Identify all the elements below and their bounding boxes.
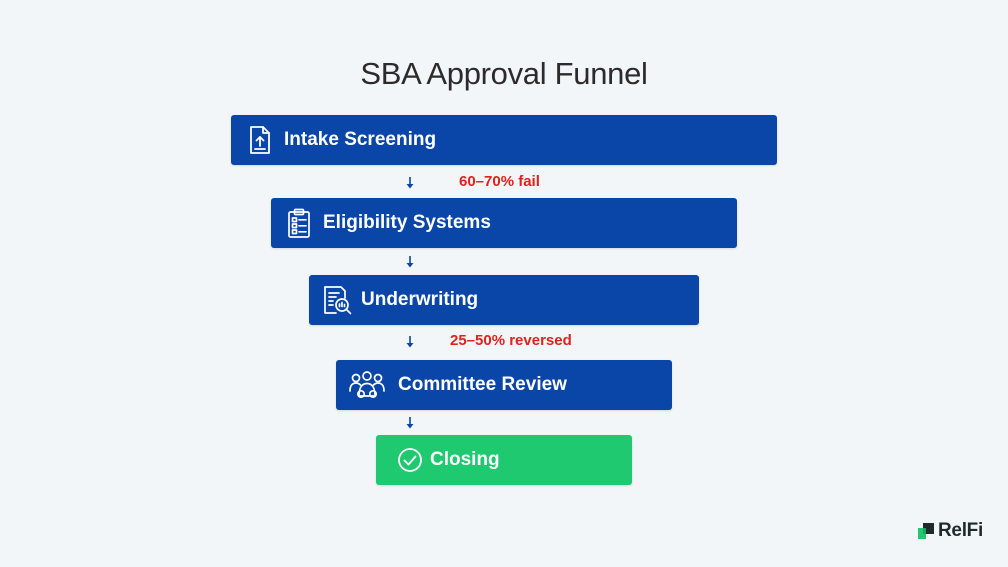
intake-fail-note: 60–70% fail [459, 173, 540, 190]
group-icon [348, 369, 386, 401]
brand-logo: RelFi [918, 520, 983, 542]
stage-label: Intake Screening [284, 129, 437, 150]
down-arrow-icon [405, 255, 415, 269]
down-arrow-icon [405, 176, 415, 190]
stage-committee-review: Committee Review [336, 360, 672, 410]
down-arrow-icon [405, 335, 415, 349]
stage-eligibility-systems: Eligibility Systems [271, 198, 737, 248]
stage-label: Committee Review [398, 374, 567, 395]
stage-label: Underwriting [361, 289, 479, 310]
stage-label: Eligibility Systems [323, 212, 491, 233]
page-title: SBA Approval Funnel [360, 56, 648, 91]
stage-intake-screening: Intake Screening [231, 115, 777, 165]
file-upload-icon [244, 124, 276, 156]
underwriting-reversed-note: 25–50% reversed [450, 332, 572, 349]
clipboard-checklist-icon [283, 207, 315, 239]
relfi-logo-icon [918, 523, 934, 539]
stage-underwriting: Underwriting [309, 275, 699, 325]
stage-label: Closing [430, 449, 500, 470]
check-circle-icon [397, 447, 423, 473]
document-search-icon [321, 284, 353, 316]
stage-closing: Closing [376, 435, 632, 485]
down-arrow-icon [405, 416, 415, 430]
brand-name: RelFi [938, 520, 983, 541]
